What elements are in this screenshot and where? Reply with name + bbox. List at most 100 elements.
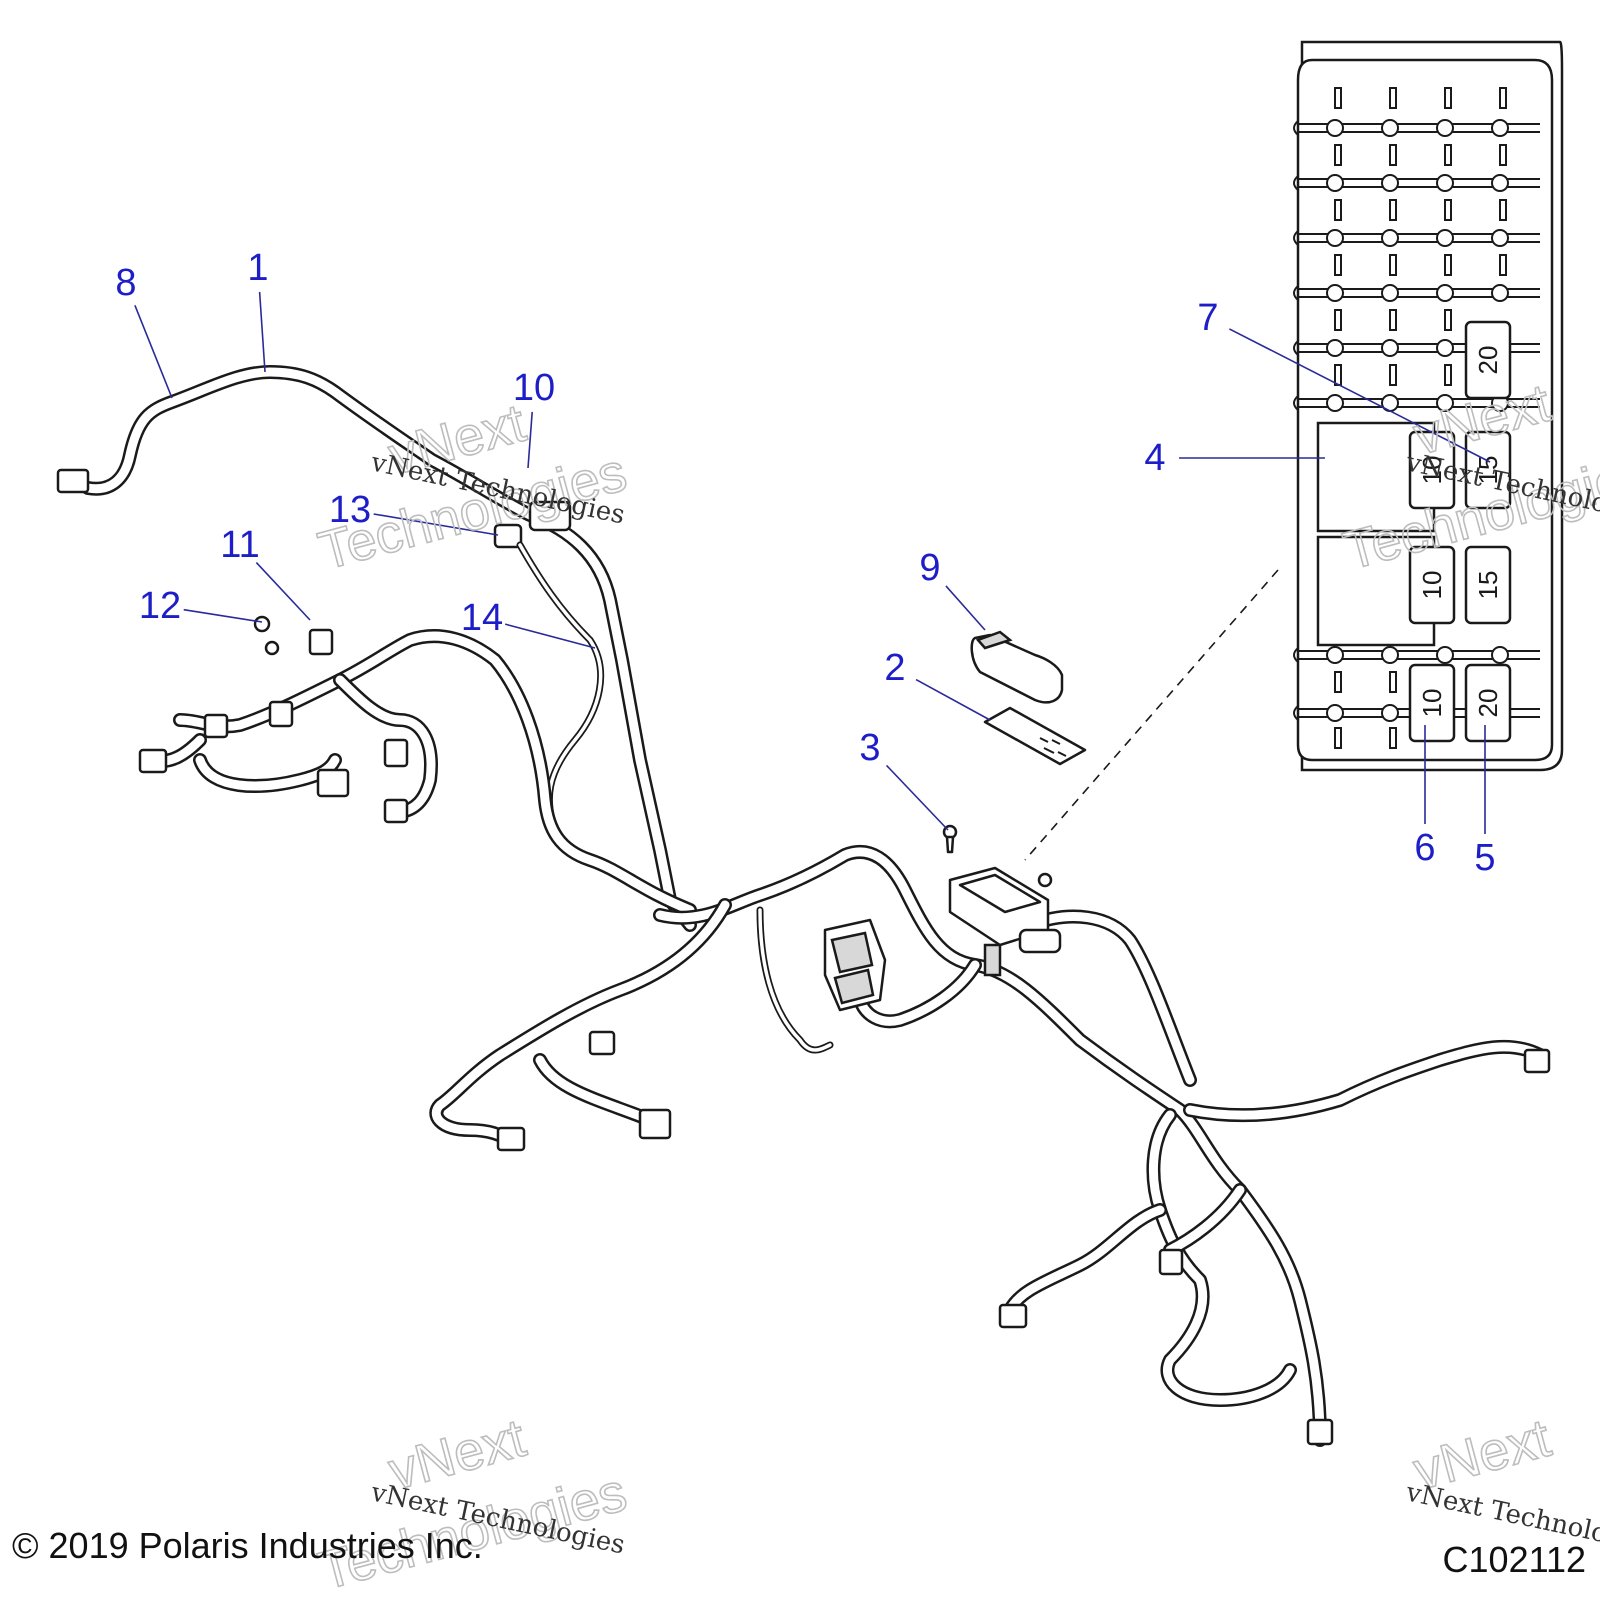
fuse-3: 10 [1408,545,1456,625]
fuse-0: 20 [1464,320,1512,400]
panel-slot [1334,364,1342,386]
panel-slot [1389,254,1397,276]
callout-6: 6 [1414,725,1436,869]
callout-number: 4 [1144,437,1165,479]
panel-rail-node [1326,284,1344,302]
callout-leader-line [1229,328,1491,463]
panel-rail-node [1381,174,1399,192]
callout-leader-line [504,623,596,649]
harness-main-trunk [429,844,1551,1447]
panel-slot [1444,364,1452,386]
panel-rail-node [1381,646,1399,664]
panel-slot [1389,144,1397,166]
callout-leader-line [885,764,949,831]
panel-slot [1389,364,1397,386]
panel-slot [1334,199,1342,221]
fuse-5: 10 [1408,663,1456,743]
panel-slot [1389,199,1397,221]
panel-slot [1334,254,1342,276]
panel-slot [1334,727,1342,749]
panel-rail-node [1436,119,1454,137]
callout-14: 14 [461,597,596,649]
panel-rail-node [1326,229,1344,247]
fuse-2: 10 [1408,430,1456,510]
panel-rail-node [1326,394,1344,412]
callout-number: 14 [461,597,503,639]
panel-rail-node [1491,646,1509,664]
callout-number: 7 [1197,297,1218,339]
callout-number: 3 [859,727,880,769]
callout-number: 10 [513,367,555,409]
callout-number: 8 [115,262,136,304]
callout-3: 3 [859,727,949,831]
callout-leader-line [915,678,991,721]
panel-slot [1334,144,1342,166]
panel-slot [1444,254,1452,276]
panel-rail-node [1326,174,1344,192]
panel-slot [1444,309,1452,331]
panel-slot [1499,199,1507,221]
harness-branch-upper [56,365,697,932]
panel-rail-node [1436,174,1454,192]
harness-cluster-left [138,615,697,917]
panel-slot [1389,87,1397,109]
callout-10: 10 [513,367,555,469]
detail-dashed-line [1024,569,1279,861]
fuse-rating-label: 20 [1473,689,1503,718]
callout-5: 5 [1474,725,1496,879]
panel-rail-node [1326,646,1344,664]
callout-4: 4 [1144,437,1325,479]
panel-rail-node [1436,229,1454,247]
panel-slot [1389,727,1397,749]
panel-rail-node [1491,229,1509,247]
panel-slot [1389,671,1397,693]
callout-number: 5 [1474,837,1495,879]
callout-9: 9 [919,547,986,631]
panel-rail-node [1381,704,1399,722]
fuse-rating-label: 10 [1417,689,1447,718]
fuse-rating-label: 20 [1473,346,1503,375]
callout-number: 12 [139,585,181,627]
callout-12: 12 [139,585,263,627]
callout-leader-line [134,304,173,399]
callout-number: 2 [884,647,905,689]
callout-7: 7 [1197,297,1491,463]
panel-slot [1334,87,1342,109]
panel-slot [1444,87,1452,109]
panel-slot [1444,199,1452,221]
callout-leader-line [255,561,311,621]
fuse-6: 20 [1464,663,1512,743]
panel-slot [1334,309,1342,331]
ecu-connectors [823,918,887,1012]
panel-rail-node [1436,646,1454,664]
fuse-cover-item-9 [970,630,1064,704]
panel-rail-node [1436,339,1454,357]
copyright-text: © 2019 Polaris Industries Inc. [12,1525,483,1566]
callout-8: 8 [115,262,173,399]
panel-rail-node [1326,339,1344,357]
fuse-rating-label: 15 [1473,571,1503,600]
panel-rail-node [1326,704,1344,722]
callout-number: 11 [220,524,259,566]
fuse-body [1464,663,1512,743]
fuse-rating-label: 10 [1417,571,1447,600]
panel-slot [1389,309,1397,331]
panel-slot [1334,671,1342,693]
panel-rail-node [1491,174,1509,192]
fuse-4: 15 [1464,545,1512,625]
fuse-body [1464,430,1512,510]
watermark-4: vNext vNext Technologies [1403,1407,1600,1560]
fuse-box-assembly [948,866,1062,977]
panel-slot [1499,254,1507,276]
diagram-code: C102112 [1443,1539,1586,1580]
callout-leader-line [945,585,986,631]
callout-leader-line [373,513,499,536]
callout-number: 6 [1414,827,1435,869]
callout-11: 11 [220,524,311,621]
fuse-body [1408,663,1456,743]
callout-2: 2 [884,647,991,721]
